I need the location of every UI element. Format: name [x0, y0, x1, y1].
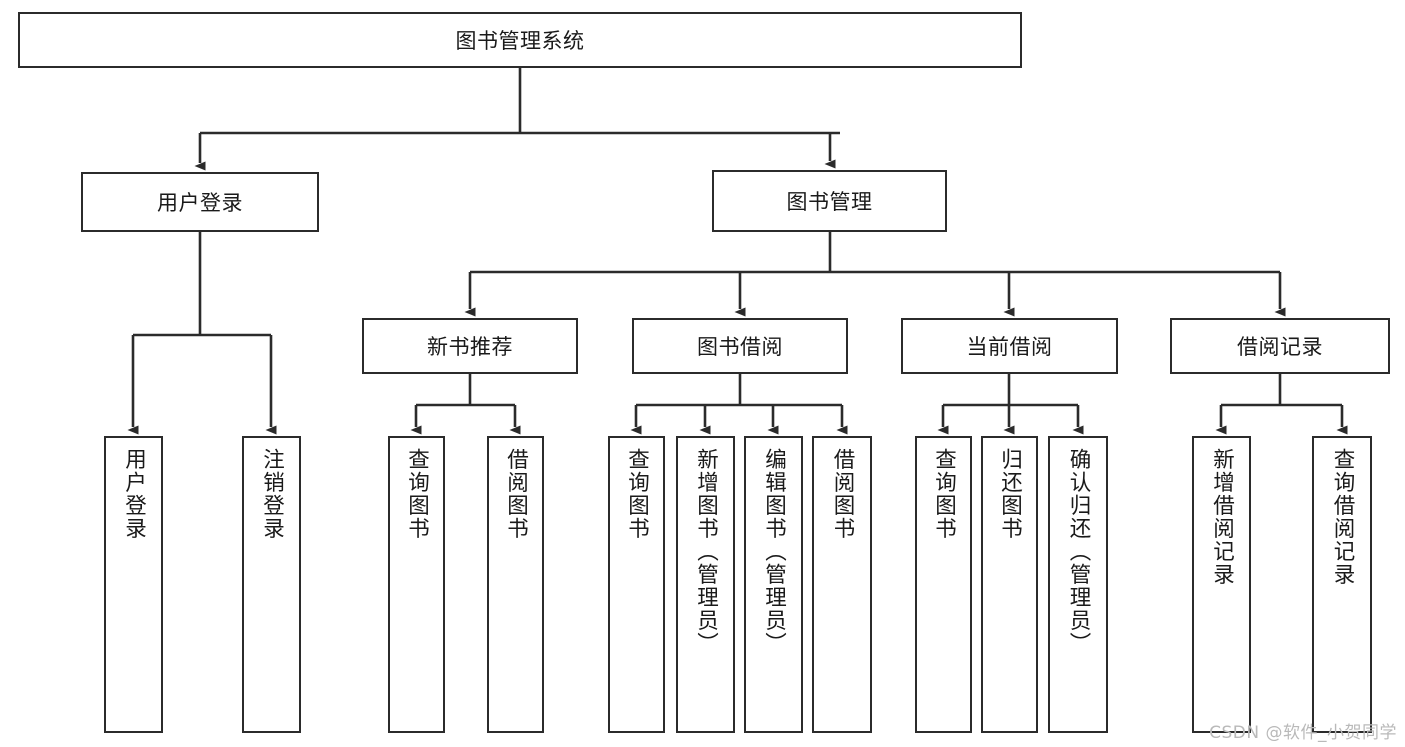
node-leaf-borrow-book-label: 借阅图书	[830, 448, 856, 540]
node-leaf-edit-book-label: 编辑图书（管理员）	[761, 448, 787, 655]
node-leaf-return-book-label: 归还图书	[997, 448, 1023, 540]
node-root-label: 图书管理系统	[455, 29, 585, 53]
watermark: CSDN @软件_小贺同学	[1209, 723, 1397, 743]
node-user-login[interactable]: 用户登录	[81, 172, 319, 232]
node-user-login-label: 用户登录	[157, 191, 243, 215]
node-new-book-rec-label: 新书推荐	[427, 335, 513, 359]
node-leaf-user-login-label: 用户登录	[121, 448, 147, 540]
node-leaf-add-record[interactable]: 新增借阅记录	[1192, 436, 1251, 733]
node-leaf-confirm-return[interactable]: 确认归还（管理员）	[1048, 436, 1108, 733]
node-leaf-add-book-label: 新增图书（管理员）	[693, 448, 719, 655]
node-book-manage[interactable]: 图书管理	[712, 170, 947, 232]
node-leaf-user-logout-label: 注销登录	[259, 448, 285, 540]
node-leaf-edit-book[interactable]: 编辑图书（管理员）	[744, 436, 803, 733]
node-new-book-rec[interactable]: 新书推荐	[362, 318, 578, 374]
node-leaf-user-logout[interactable]: 注销登录	[242, 436, 301, 733]
node-leaf-borrow-book-rec[interactable]: 借阅图书	[487, 436, 544, 733]
node-root[interactable]: 图书管理系统	[18, 12, 1022, 68]
node-current-borrow[interactable]: 当前借阅	[901, 318, 1118, 374]
node-leaf-add-book[interactable]: 新增图书（管理员）	[676, 436, 735, 733]
node-leaf-return-book[interactable]: 归还图书	[981, 436, 1038, 733]
node-leaf-query-book-rec[interactable]: 查询图书	[388, 436, 445, 733]
node-leaf-borrow-book[interactable]: 借阅图书	[812, 436, 872, 733]
node-leaf-query-book-rec-label: 查询图书	[404, 448, 430, 540]
node-current-borrow-label: 当前借阅	[966, 335, 1053, 359]
node-leaf-query-book-cur-label: 查询图书	[931, 448, 957, 540]
node-borrow-record-label: 借阅记录	[1237, 335, 1323, 359]
node-book-manage-label: 图书管理	[786, 190, 873, 214]
node-leaf-query-record-label: 查询借阅记录	[1330, 448, 1356, 586]
node-leaf-user-login[interactable]: 用户登录	[104, 436, 163, 733]
node-leaf-borrow-book-rec-label: 借阅图书	[503, 448, 529, 540]
node-leaf-query-book-label: 查询图书	[624, 448, 650, 540]
node-leaf-add-record-label: 新增借阅记录	[1209, 448, 1235, 586]
node-book-borrow[interactable]: 图书借阅	[632, 318, 848, 374]
node-leaf-query-record[interactable]: 查询借阅记录	[1312, 436, 1372, 733]
node-leaf-query-book-cur[interactable]: 查询图书	[915, 436, 972, 733]
node-leaf-confirm-return-label: 确认归还（管理员）	[1066, 448, 1092, 655]
node-borrow-record[interactable]: 借阅记录	[1170, 318, 1390, 374]
node-leaf-query-book[interactable]: 查询图书	[608, 436, 665, 733]
node-book-borrow-label: 图书借阅	[697, 335, 783, 359]
